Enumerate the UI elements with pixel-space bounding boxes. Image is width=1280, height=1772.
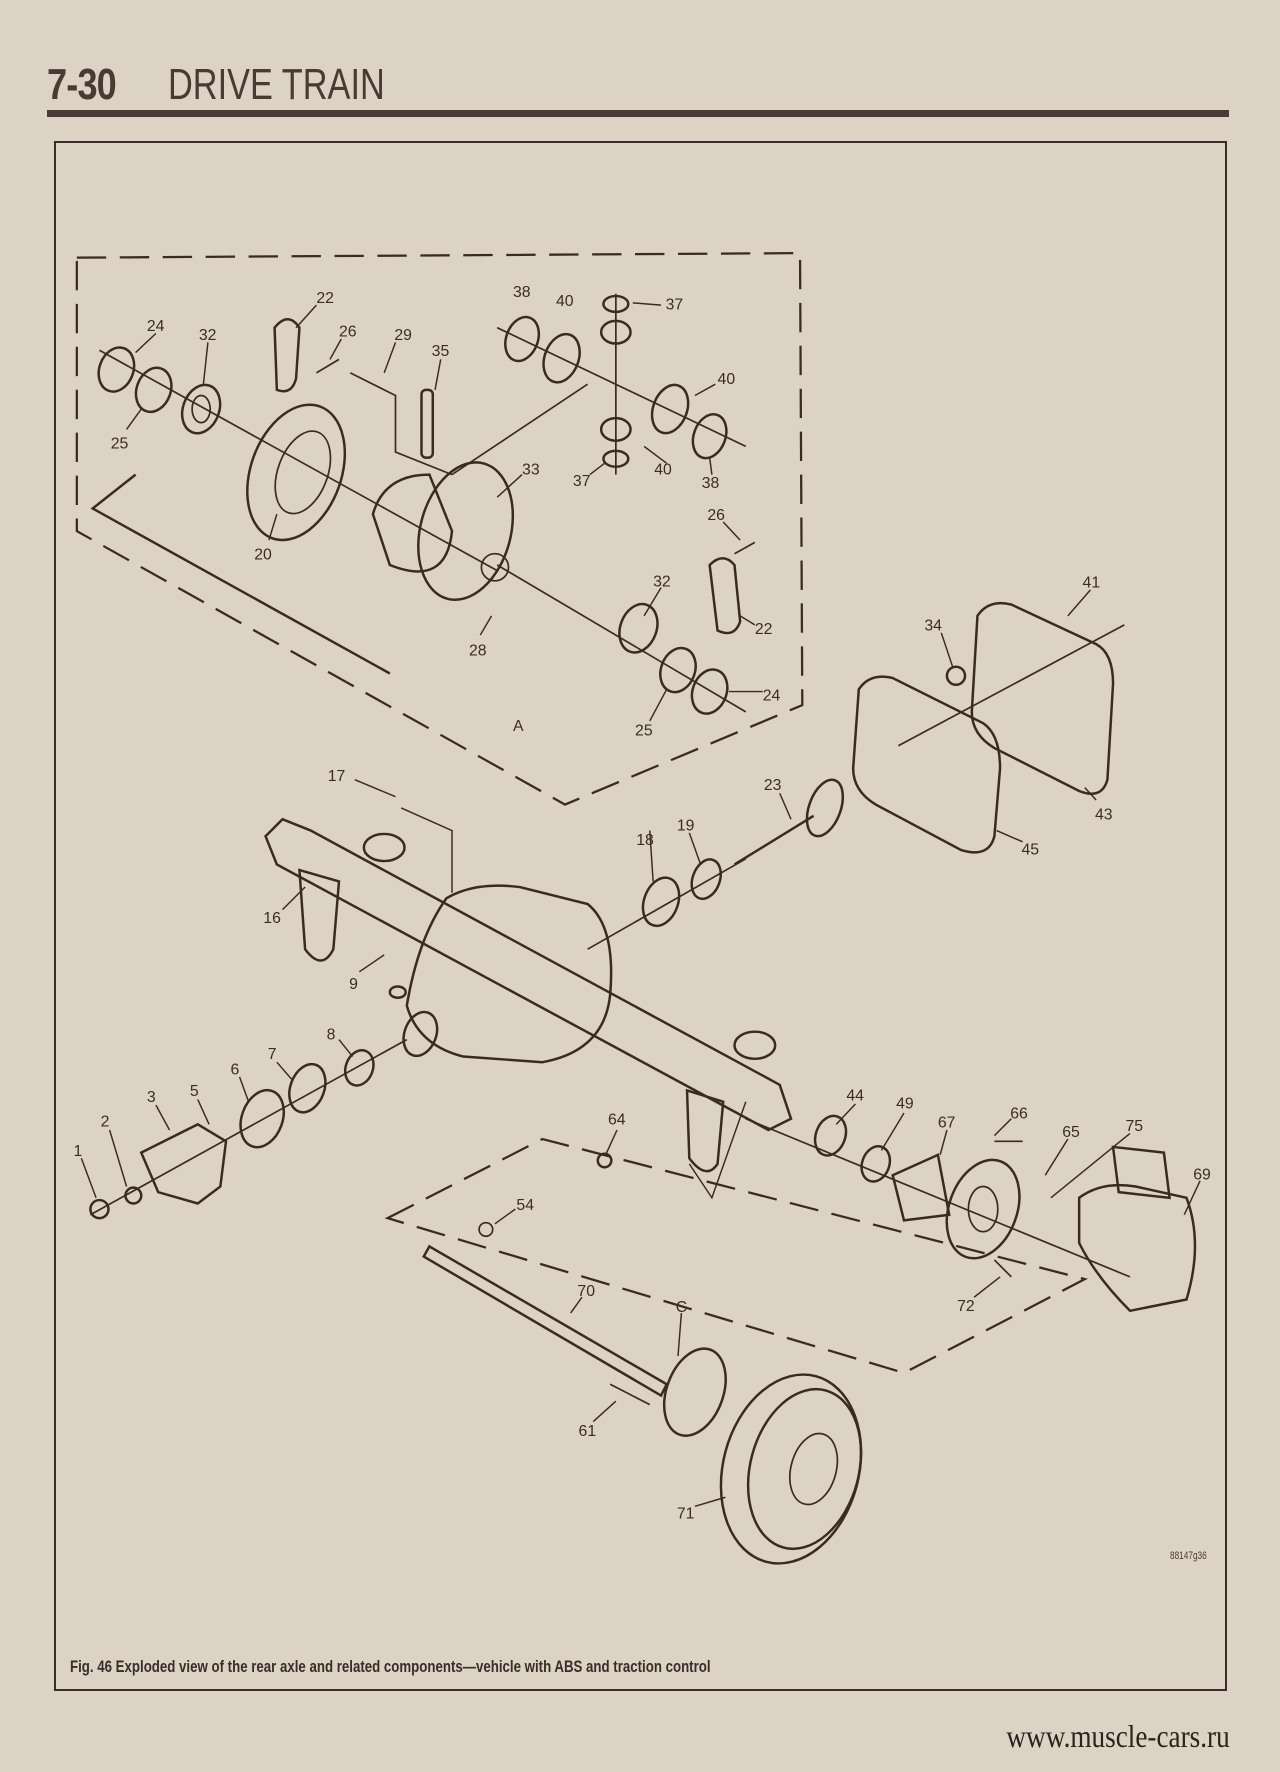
callout: 32 (199, 327, 217, 344)
callout: 44 (846, 1088, 864, 1105)
callout: 24 (147, 318, 165, 335)
callout: 6 (231, 1062, 240, 1079)
callout: 49 (896, 1096, 914, 1113)
section-title: DRIVE TRAIN (168, 60, 385, 109)
callout: 41 (1083, 575, 1101, 592)
callout: 25 (111, 436, 129, 453)
callout: 9 (349, 976, 358, 993)
callout: 70 (577, 1283, 595, 1300)
callout: 25 (635, 723, 653, 740)
callout: 8 (327, 1027, 336, 1044)
callout: 17 (328, 768, 346, 785)
callout: 67 (938, 1115, 956, 1132)
callout: 34 (924, 618, 942, 635)
callout: 37 (666, 297, 684, 314)
pinion-gear (587, 778, 845, 950)
callout: 29 (394, 327, 412, 344)
callout: 33 (522, 462, 540, 479)
wheel-hub-stack (596, 1114, 1197, 1313)
callout: 37 (573, 473, 591, 490)
callout: 75 (1125, 1118, 1143, 1135)
callout: 72 (957, 1298, 975, 1315)
callout: 2 (101, 1114, 110, 1131)
axle-shaft (422, 1221, 727, 1437)
callout: 45 (1022, 841, 1040, 858)
callout: 18 (636, 832, 654, 849)
bearing-cap-left (273, 317, 301, 393)
ring-gear (246, 403, 347, 542)
callout: 71 (677, 1506, 695, 1523)
pinion-yoke-stack (89, 985, 408, 1220)
washer-34 (945, 665, 967, 687)
detail-label-c: C (676, 1299, 687, 1316)
callout: 61 (579, 1423, 597, 1440)
right-bearing-stack (496, 541, 756, 715)
detail-a-frame (75, 251, 804, 806)
callout: 22 (316, 290, 334, 307)
callout: 22 (755, 621, 773, 638)
figure-code: 88147g36 (1170, 1550, 1207, 1562)
callout-leaders (80, 302, 1201, 1507)
figure-frame (54, 141, 1227, 1691)
callout: 26 (707, 507, 725, 524)
spider-gears (496, 293, 747, 475)
brake-rotor (719, 1373, 863, 1565)
callout: 65 (1062, 1124, 1080, 1141)
left-bearing-stack (97, 346, 498, 572)
callout: 35 (432, 343, 450, 360)
cover-43 (970, 601, 1115, 795)
header-rule (47, 110, 1229, 117)
callout: 7 (268, 1046, 277, 1063)
callout: 24 (763, 688, 781, 705)
callout: 54 (516, 1197, 534, 1214)
callout: 69 (1193, 1167, 1211, 1184)
figure-caption: Fig. 46 Exploded view of the rear axle a… (70, 1657, 711, 1676)
callout: 38 (702, 475, 720, 492)
callout: 32 (653, 573, 671, 590)
axle-housing (264, 807, 793, 1200)
watermark: www.muscle-cars.ru (1006, 1718, 1230, 1754)
callout: 66 (1010, 1106, 1028, 1123)
callout: 38 (513, 284, 531, 301)
callout: 40 (718, 371, 736, 388)
bolt-29 (349, 372, 453, 476)
callout: 64 (608, 1111, 626, 1128)
detail-c-frame (384, 1137, 1088, 1375)
callout: 20 (254, 546, 272, 563)
callout: 16 (263, 910, 281, 927)
callout: 19 (677, 818, 695, 835)
pin-35 (420, 388, 435, 459)
callout: 40 (556, 293, 574, 310)
callout: 1 (73, 1143, 82, 1160)
differential-case (371, 383, 589, 602)
section-number: 7-30 (47, 60, 117, 109)
detail-label-a: A (513, 718, 524, 735)
callout: 28 (469, 642, 487, 659)
callout: 3 (147, 1089, 156, 1106)
callout: 26 (339, 324, 357, 341)
callout: 23 (764, 777, 782, 794)
gasket-45 (851, 675, 1002, 854)
detail-a-leader (90, 473, 391, 675)
bolt-26-left (315, 358, 340, 374)
callout: 5 (190, 1083, 199, 1100)
callout: 43 (1095, 806, 1113, 823)
callout: 40 (654, 462, 672, 479)
